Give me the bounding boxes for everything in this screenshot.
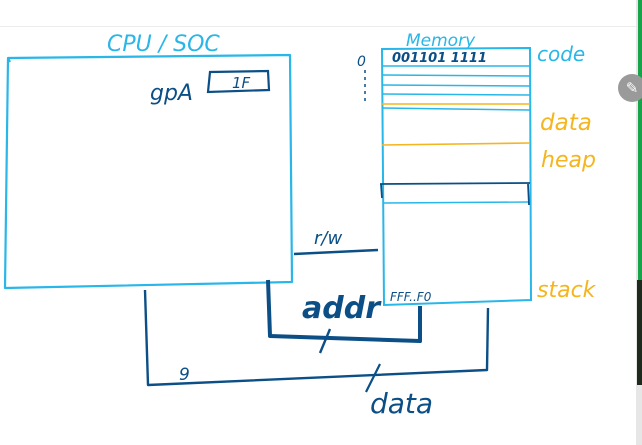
cpu-label: CPU / SOC [107, 32, 220, 57]
pencil-icon[interactable]: ✎ [618, 74, 642, 102]
region-label-code: code [537, 42, 585, 66]
rw-line [293, 248, 379, 256]
addr-bus-tick [318, 328, 332, 354]
data-bus-label: data [370, 387, 433, 420]
memory-box [380, 46, 533, 307]
region-label-stack: stack [537, 278, 597, 303]
memory-row-lines [381, 65, 531, 111]
addr-bus [266, 279, 422, 343]
register-name: gpA [150, 81, 193, 106]
memory-heap-stack-gap [379, 182, 531, 206]
memory-last-address: FFF..F0 [390, 290, 432, 304]
region-label-data: data [540, 110, 592, 136]
register-value: 1F [232, 74, 251, 92]
top-bar [0, 0, 636, 27]
memory-label: Memory [406, 31, 476, 51]
rw-label: r/w [314, 228, 342, 249]
data-bus-tick [365, 363, 381, 393]
addr-label: addr [302, 291, 382, 326]
region-label-heap: heap [541, 148, 596, 173]
right-edge-dark-bar [637, 280, 642, 385]
bus-width-label: 9 [179, 365, 190, 385]
memory-heap-stack-line [383, 201, 529, 204]
register-box [206, 69, 271, 94]
memory-data-divider-2 [381, 142, 531, 146]
memory-address-zero: 0 [357, 54, 366, 70]
pencil-glyph: ✎ [625, 79, 639, 97]
cpu-box [3, 53, 294, 290]
memory-first-word: 001101 1111 [392, 51, 487, 66]
right-edge-green-bar [638, 0, 642, 385]
data-bus [143, 289, 490, 387]
